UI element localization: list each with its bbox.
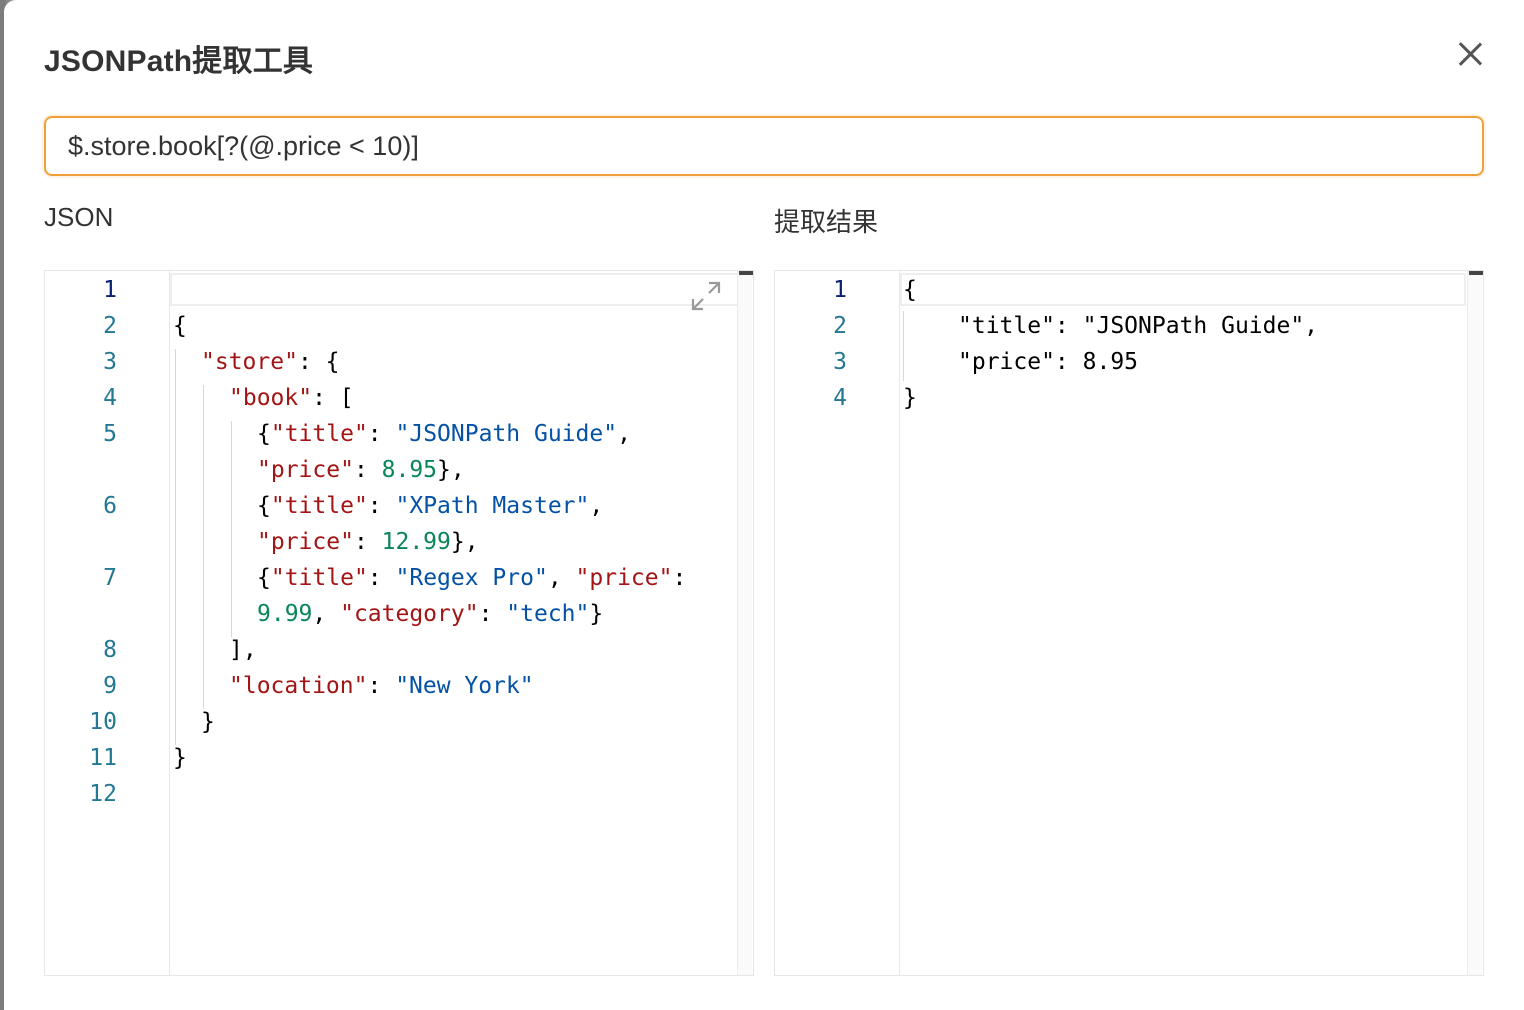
result-editor-gutter: 1 2 3 4 — [775, 271, 900, 975]
code-line: {"title": "JSONPath Guide", — [257, 421, 631, 447]
json-editor[interactable]: 1 2 3 4 5 6 7 8 9 10 11 12 { "store": { … — [44, 270, 754, 976]
line-number: 8 — [103, 637, 117, 663]
code-line: 9.99, "category": "tech"} — [257, 601, 604, 627]
scrollbar-thumb[interactable] — [1469, 271, 1483, 275]
indent-guide — [175, 349, 176, 745]
expand-icon[interactable] — [689, 279, 723, 313]
json-panel-label: JSON — [44, 202, 114, 232]
code-line: { — [903, 277, 917, 303]
line-number: 11 — [89, 745, 117, 771]
line-number: 12 — [89, 781, 117, 807]
line-number: 4 — [103, 385, 117, 411]
code-line: "price": 8.95}, — [257, 457, 465, 483]
line-number: 1 — [103, 277, 117, 303]
line-number: 3 — [103, 349, 117, 375]
code-line: "location": "New York" — [229, 673, 534, 699]
indent-guide — [203, 385, 204, 709]
code-line: "price": 8.95 — [958, 349, 1139, 375]
backdrop — [0, 0, 6, 1010]
indent-guide — [231, 421, 232, 637]
dialog-title: JSONPath提取工具 — [44, 45, 314, 78]
code-line: "price": 12.99}, — [257, 529, 479, 555]
line-number: 7 — [103, 565, 117, 591]
line-number: 2 — [103, 313, 117, 339]
code-line: {"title": "Regex Pro", "price": — [257, 565, 687, 591]
line-number: 10 — [89, 709, 117, 735]
current-line-highlight — [900, 273, 1466, 306]
code-line: ], — [229, 637, 257, 663]
line-number: 9 — [103, 673, 117, 699]
code-line: } — [903, 385, 917, 411]
code-line: "title": "JSONPath Guide", — [958, 313, 1319, 339]
line-number: 5 — [103, 421, 117, 447]
result-editor[interactable]: 1 2 3 4 { "title": "JSONPath Guide", "pr… — [774, 270, 1484, 976]
jsonpath-dialog: JSONPath提取工具 JSON 提取结果 1 2 3 4 5 6 7 8 9… — [4, 0, 1524, 1010]
code-line: { — [173, 313, 187, 339]
code-line: "book": [ — [229, 385, 354, 411]
code-line: {"title": "XPath Master", — [257, 493, 604, 519]
vertical-scrollbar[interactable] — [1467, 271, 1482, 975]
scrollbar-thumb[interactable] — [739, 271, 753, 275]
close-icon[interactable] — [1452, 36, 1488, 72]
code-line: } — [173, 745, 187, 771]
vertical-scrollbar[interactable] — [737, 271, 752, 975]
jsonpath-query-input[interactable] — [44, 116, 1484, 176]
line-number: 4 — [833, 385, 847, 411]
line-number: 1 — [833, 277, 847, 303]
line-number: 6 — [103, 493, 117, 519]
result-panel-label: 提取结果 — [774, 207, 879, 237]
current-line-highlight — [170, 273, 752, 306]
json-editor-gutter: 1 2 3 4 5 6 7 8 9 10 11 12 — [45, 271, 170, 975]
line-number: 3 — [833, 349, 847, 375]
indent-guide — [903, 311, 904, 381]
line-number: 2 — [833, 313, 847, 339]
code-line: "store": { — [201, 349, 340, 375]
code-line: } — [201, 709, 215, 735]
